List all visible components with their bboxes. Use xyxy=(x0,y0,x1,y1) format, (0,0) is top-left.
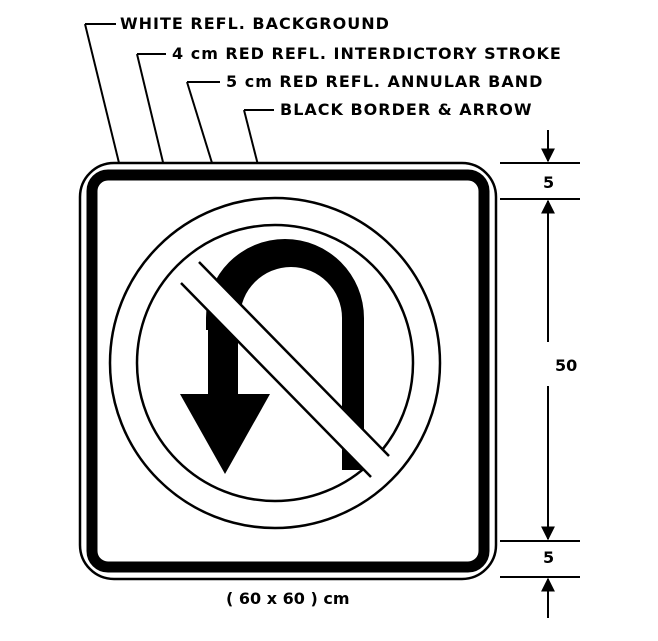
annular-band-inner xyxy=(135,223,415,503)
dimension-bottom-margin: 5 xyxy=(543,548,554,567)
sign xyxy=(78,161,498,581)
callout-band-label: 5 cm RED REFL. ANNULAR BAND xyxy=(226,72,543,91)
annular-band-outer xyxy=(108,196,442,530)
callout-background-label: WHITE REFL. BACKGROUND xyxy=(120,14,390,33)
sign-black-border xyxy=(86,169,490,573)
interdictory-stroke-edge-1 xyxy=(180,282,372,478)
dimension-top-margin: 5 xyxy=(543,173,554,192)
interdictory-stroke-edge-2 xyxy=(198,261,390,457)
callout-border-label: BLACK BORDER & ARROW xyxy=(280,100,533,119)
callout-stroke-label: 4 cm RED REFL. INTERDICTORY STROKE xyxy=(172,44,562,63)
dimension-lines xyxy=(500,130,580,618)
interdictory-stroke xyxy=(181,262,389,477)
overall-size-label: ( 60 x 60 ) cm xyxy=(226,589,349,608)
arrowhead-down-icon xyxy=(180,394,270,474)
dimension-height: 50 xyxy=(555,356,577,375)
